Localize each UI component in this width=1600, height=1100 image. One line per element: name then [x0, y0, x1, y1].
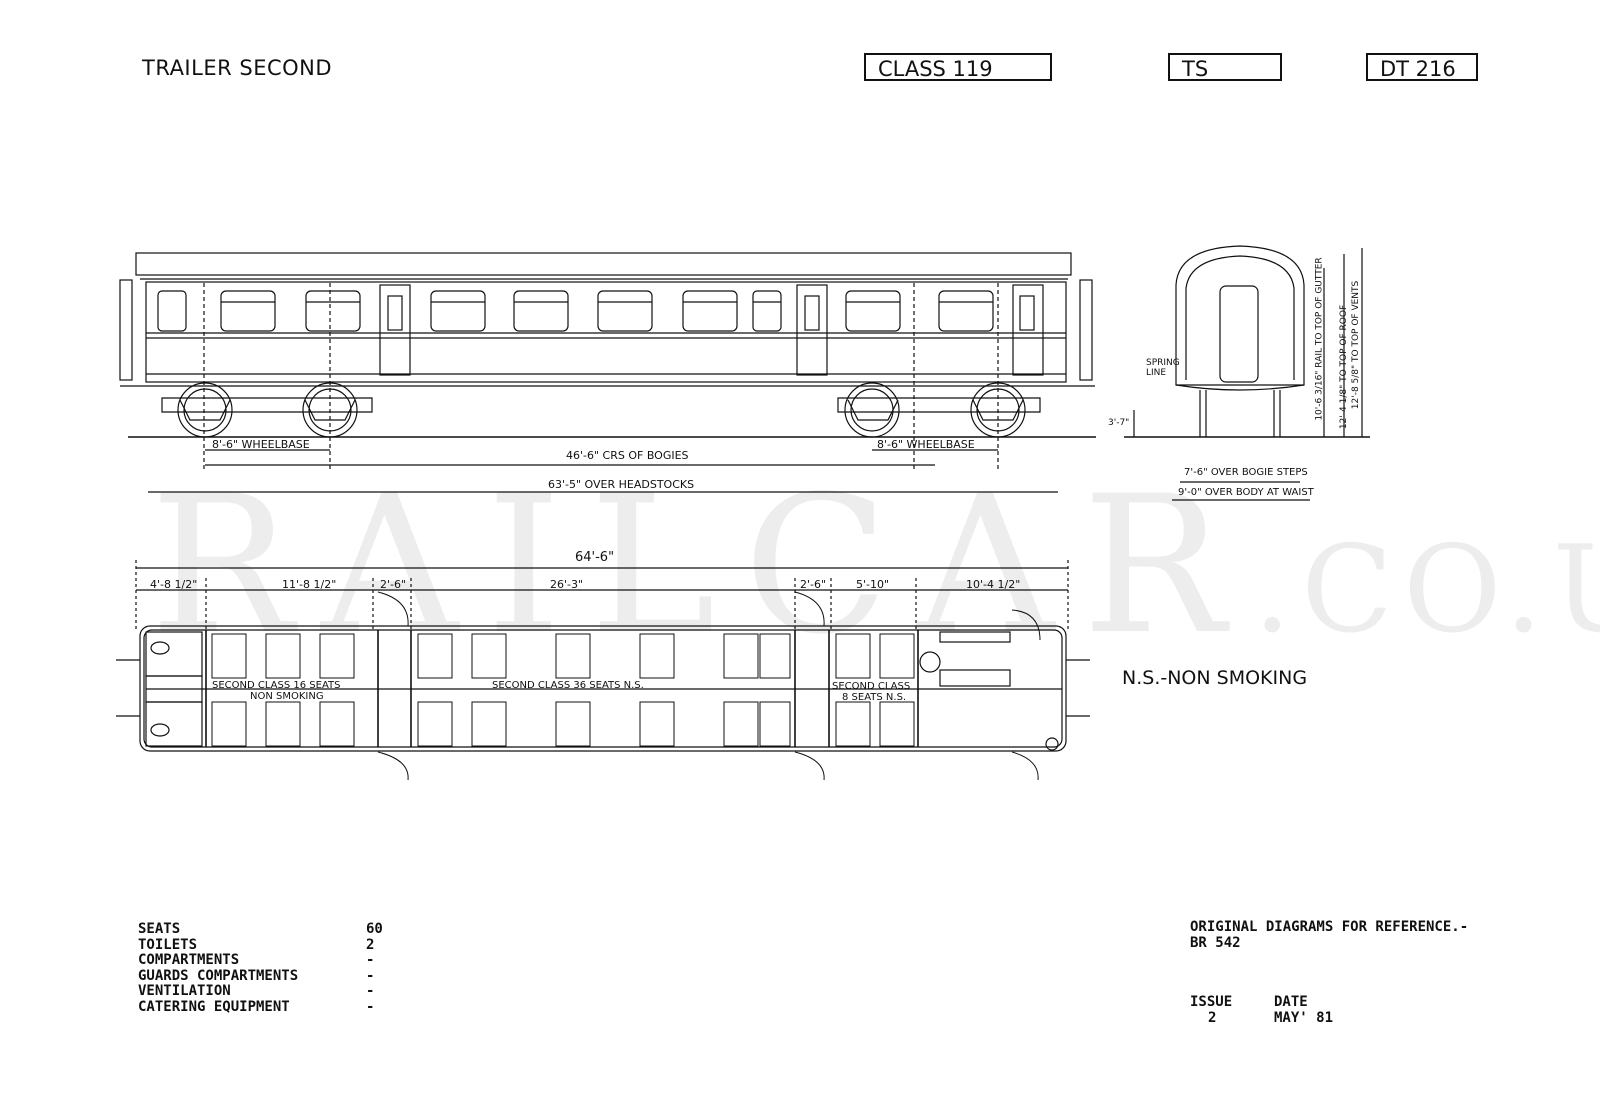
side-door-1	[379, 284, 411, 376]
type-code-box: TS	[1168, 53, 1282, 81]
diagram-number-box: DT 216	[1366, 53, 1478, 81]
zone-3-sublabel: 8 SEATS N.S.	[842, 692, 907, 703]
segment-2-label: 11'-8 1/2"	[282, 578, 337, 591]
wheelbase-left-label: 8'-6" WHEELBASE	[212, 438, 310, 451]
plan-seats	[211, 633, 915, 747]
segment-3-label: 2'-6"	[380, 578, 407, 591]
side-roof	[135, 252, 1072, 276]
end-gangway-door	[1219, 285, 1259, 383]
zone-2-label: SECOND CLASS 36 SEATS N.S.	[492, 680, 644, 691]
bogie-centres-label: 46'-6" CRS OF BOGIES	[566, 449, 689, 462]
side-door-3	[1012, 284, 1044, 376]
segment-5-label: 2'-6"	[800, 578, 827, 591]
segment-1-label: 4'-8 1/2"	[150, 578, 198, 591]
side-windows	[157, 290, 994, 332]
bogie-left	[161, 382, 373, 438]
zone-1-label: SECOND CLASS 16 SEATS	[212, 680, 341, 691]
drawing-title: TRAILER SECOND	[142, 56, 333, 80]
issue-value: 2	[1208, 1009, 1217, 1026]
spec-row: GUARDS COMPARTMENTS-	[138, 967, 375, 984]
spec-row: VENTILATION-	[138, 983, 375, 999]
spec-row: COMPARTMENTS-	[138, 952, 375, 968]
segment-7-label: 10'-4 1/2"	[966, 578, 1021, 591]
bogie-steps-label: 7'-6" OVER BOGIE STEPS	[1184, 467, 1308, 478]
spring-line-label: SPRING LINE	[1146, 358, 1180, 378]
side-door-2	[796, 284, 828, 376]
vents-height-label: 12'-8 5/8" TO TOP OF VENTS	[1351, 280, 1362, 410]
reference-line-2: BR 542	[1190, 934, 1241, 951]
over-headstocks-label: 63'-5" OVER HEADSTOCKS	[548, 478, 695, 491]
plan-body-outline	[139, 625, 1067, 752]
end-elevation	[1124, 245, 1370, 501]
spec-row: CATERING EQUIPMENT-	[138, 998, 375, 1015]
segment-6-label: 5'-10"	[856, 578, 890, 591]
non-smoking-note: N.S.-NON SMOKING	[1122, 667, 1308, 689]
reference-block: ORIGINAL DIAGRAMS FOR REFERENCE.- BR 542	[1190, 919, 1469, 951]
issue-block: ISSUE DATE 2 MAY' 81	[1190, 994, 1334, 1026]
issue-label: ISSUE	[1190, 994, 1233, 1010]
zone-3-label: SECOND CLASS	[832, 681, 911, 692]
side-body	[145, 281, 1067, 383]
body-waist-label: 9'-0" OVER BODY AT WAIST	[1178, 487, 1314, 498]
overall-length-label: 64'-6"	[575, 550, 615, 565]
gutter-height-label: 10'-6 3/16" RAIL TO TOP OF GUTTER	[1314, 257, 1325, 421]
zone-1-sublabel: NON SMOKING	[250, 691, 324, 702]
roof-height-label: 12'-4 1/8" TO TOP OF ROOF	[1339, 304, 1350, 430]
class-box: CLASS 119	[864, 53, 1052, 81]
reference-line-1: ORIGINAL DIAGRAMS FOR REFERENCE.-	[1190, 919, 1469, 935]
date-label: DATE	[1274, 994, 1308, 1010]
segment-4-label: 26'-3"	[550, 578, 584, 591]
side-elevation	[119, 252, 1096, 493]
date-value: MAY' 81	[1274, 1009, 1334, 1026]
wheelbase-right-label: 8'-6" WHEELBASE	[877, 438, 975, 451]
bogie-right	[837, 382, 1041, 438]
end-body-outline	[1175, 245, 1305, 386]
spring-height-label: 3'-7"	[1108, 418, 1130, 428]
plan-view	[116, 560, 1090, 781]
